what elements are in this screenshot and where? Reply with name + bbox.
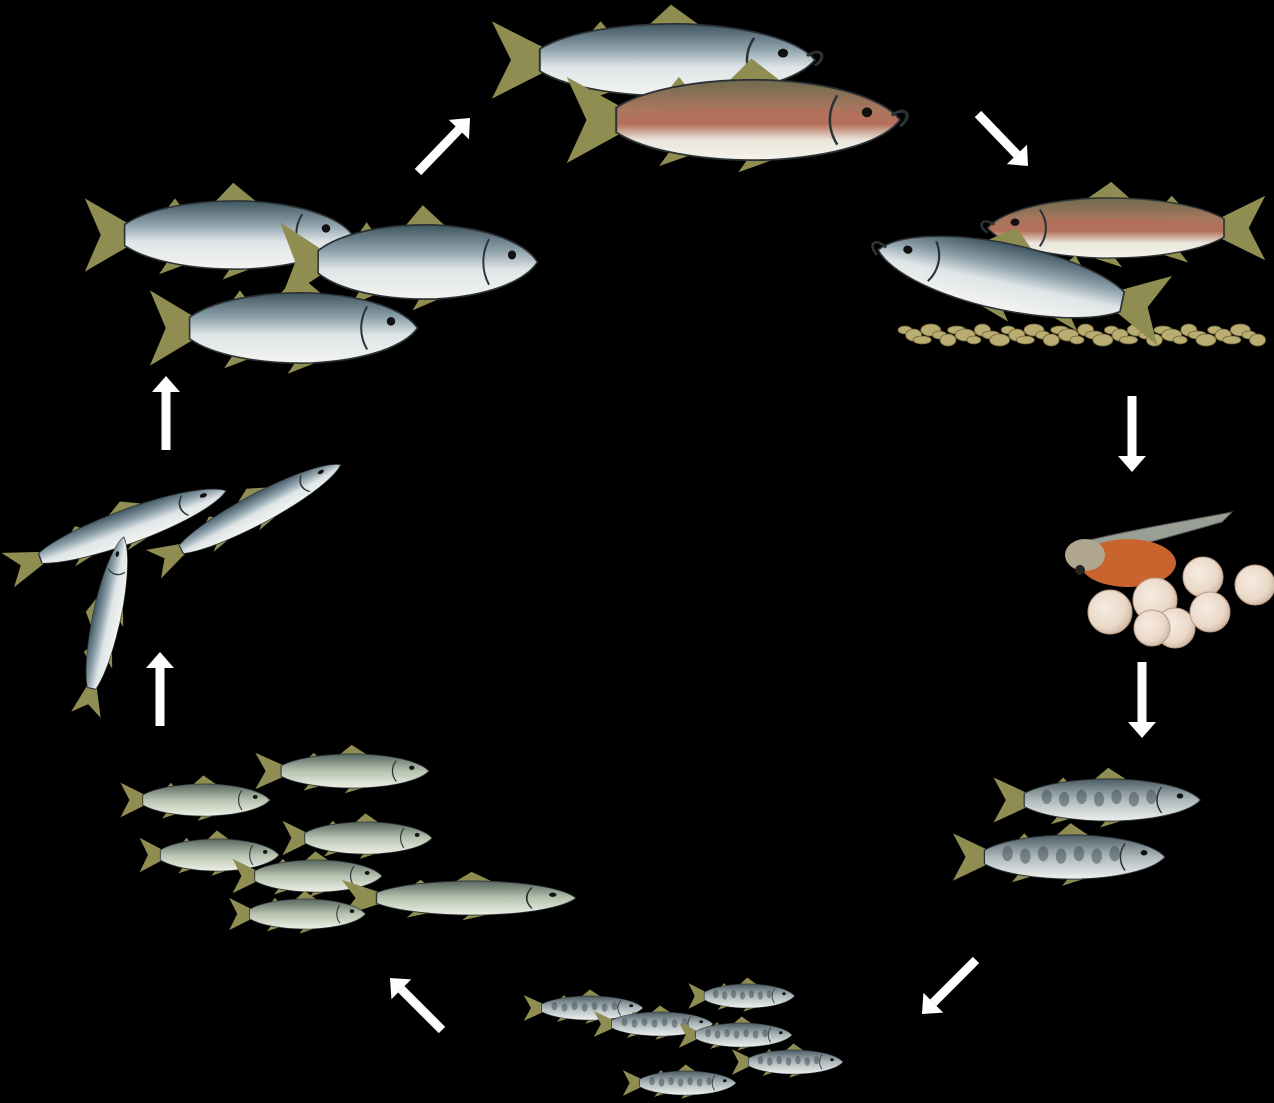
fry-pair-icon [953, 768, 1201, 886]
ocean-adult-salmon-icon [85, 183, 538, 374]
egg-icon [1235, 565, 1274, 605]
egg-icon [1134, 610, 1170, 646]
egg-icon [1183, 557, 1223, 597]
adult-salmon-pair-icon [492, 5, 907, 173]
juvenile-icon [65, 532, 142, 718]
arrow-down-right-icon [978, 114, 1028, 166]
smolt-icon [283, 813, 432, 859]
arrow-down-icon [1118, 396, 1146, 472]
fingerling-school-icon [524, 978, 843, 1099]
spawning-salmon-pair-icon [863, 182, 1266, 353]
arrow-up-left-icon [390, 978, 442, 1030]
smolt-school-icon [121, 745, 576, 934]
arrow-up-icon [152, 376, 180, 450]
fingerling-icon [688, 978, 794, 1012]
juvenile-salmon-icon [0, 444, 350, 718]
egg-icon [1088, 590, 1132, 634]
arrow-up-right-icon [418, 118, 470, 172]
smolt-icon [255, 745, 429, 793]
arrow-down-left-icon [922, 960, 976, 1014]
fry-icon [953, 823, 1165, 886]
smolt-icon [121, 775, 270, 821]
eggs-and-alevin-icon [1065, 512, 1274, 648]
gravel-bed-icon [898, 324, 1266, 346]
fingerling-icon [623, 1065, 736, 1099]
fingerling-icon [732, 1044, 843, 1078]
egg-icon [1190, 592, 1230, 632]
arrow-up-icon [146, 652, 174, 726]
fry-icon [993, 768, 1200, 828]
smolt-icon [229, 891, 365, 934]
arrow-down-icon [1128, 662, 1156, 738]
